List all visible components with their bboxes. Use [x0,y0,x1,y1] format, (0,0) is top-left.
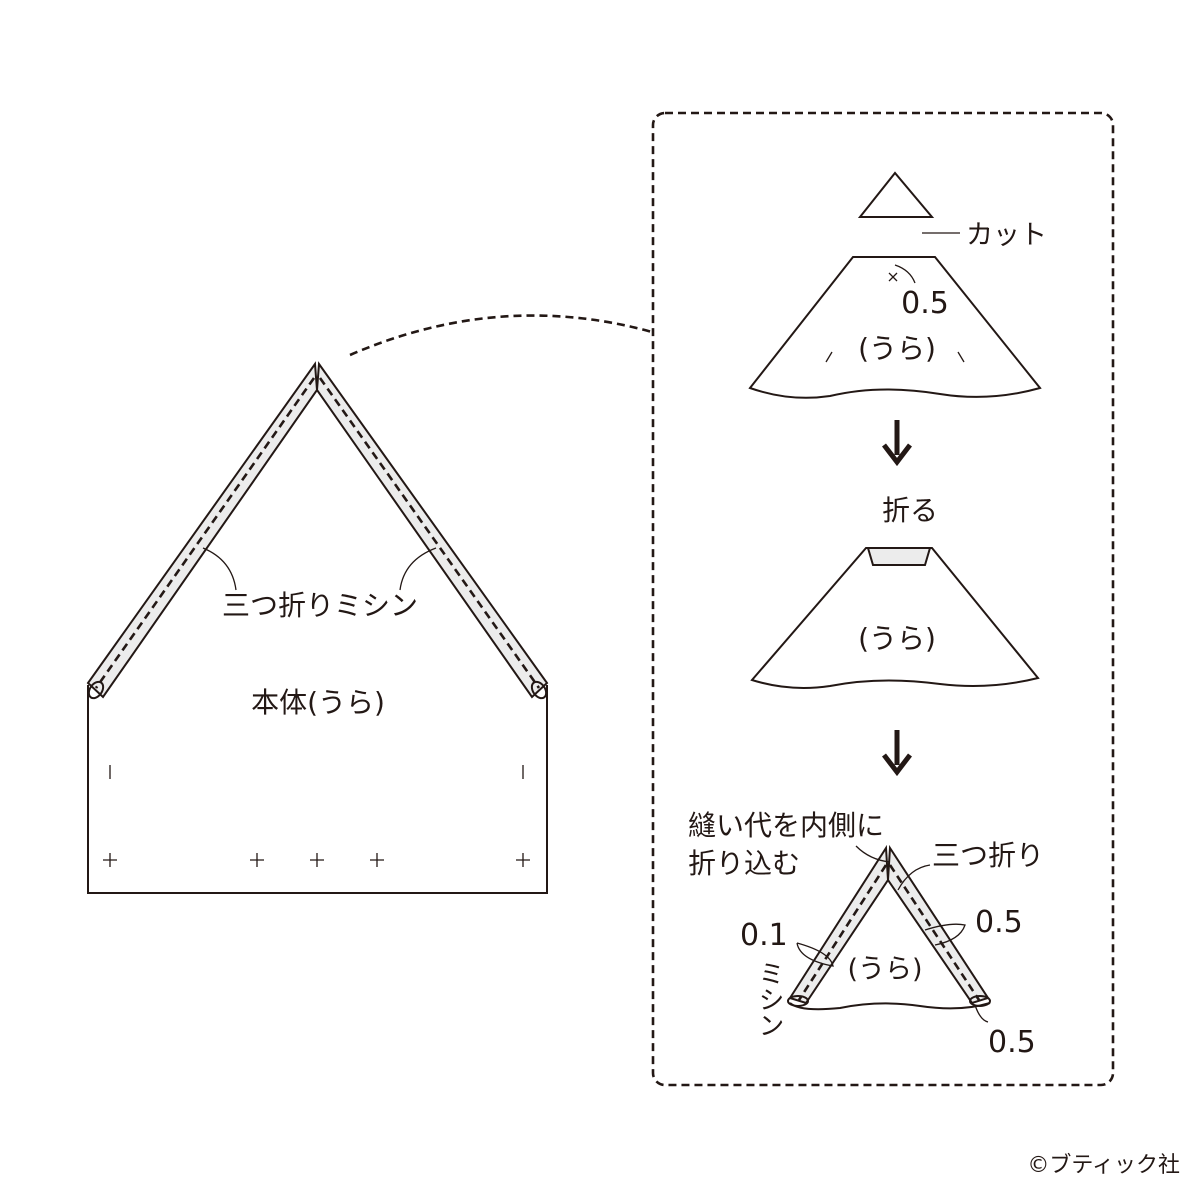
step3-measure-bottom: 0.5 [988,1025,1036,1060]
copyright: ©ブティック社 [1027,1153,1180,1178]
body-label: 本体(うら) [251,686,385,719]
tuck-note-line1: 縫い代を内側に [688,809,884,842]
stitch-label: ミシン [754,960,784,1038]
tuck-note-line2: 折り込む [688,847,800,880]
trapezoid-step2 [750,547,1040,689]
step3-measure-right: 0.5 [975,905,1023,940]
arrow-down-icon [882,730,912,777]
right-hem-end [530,680,548,700]
leader-triple [897,864,931,891]
folded-tip [866,547,932,566]
hem-bottom-edge [789,1002,991,1011]
detail-box [651,111,1115,1087]
left-hem-end [87,680,105,700]
fold-label: 折る [882,494,938,527]
step1-measure: 0.5 [901,286,949,321]
step2-fold: 折る (うら) [750,494,1040,689]
main-piece: 三つ折りミシン 本体(うら) [86,361,549,894]
leader-left-measure [796,942,834,967]
step1-side: (うら) [858,332,936,365]
callout-connector [349,314,653,357]
triple-fold-label: 三つ折り [932,839,1044,872]
cut-off-triangle [857,171,935,218]
step3-measure-left: 0.1 [740,918,788,953]
seam-label: 三つ折りミシン [222,589,418,622]
seam-leader-left [202,547,237,591]
step3-side: (うら) [847,954,922,985]
body-outline [87,685,548,894]
leader-bottom-measure [974,1004,989,1023]
leader-tuck [855,845,891,863]
right-hem-strip [315,361,549,699]
seam-leader-right [399,547,437,591]
trapezoid-step1 [748,256,1042,399]
left-stitch-line [94,377,316,689]
placement-marks [103,765,530,867]
right-stitch-line [318,377,541,689]
left-hem-strip [86,361,319,699]
leader-right-measure [924,923,966,946]
arrow-down-icon [882,420,912,467]
step2-side: (うら) [858,622,936,655]
measure-mark [888,264,916,284]
step1-cut: カット 0.5 (うら) [748,171,1047,399]
step3-triple-fold: 縫い代を内側に 折り込む 三つ折り 0.5 0.1 ミシン 0.5 (うら) [688,809,1044,1060]
cut-label: カット [966,220,1047,251]
